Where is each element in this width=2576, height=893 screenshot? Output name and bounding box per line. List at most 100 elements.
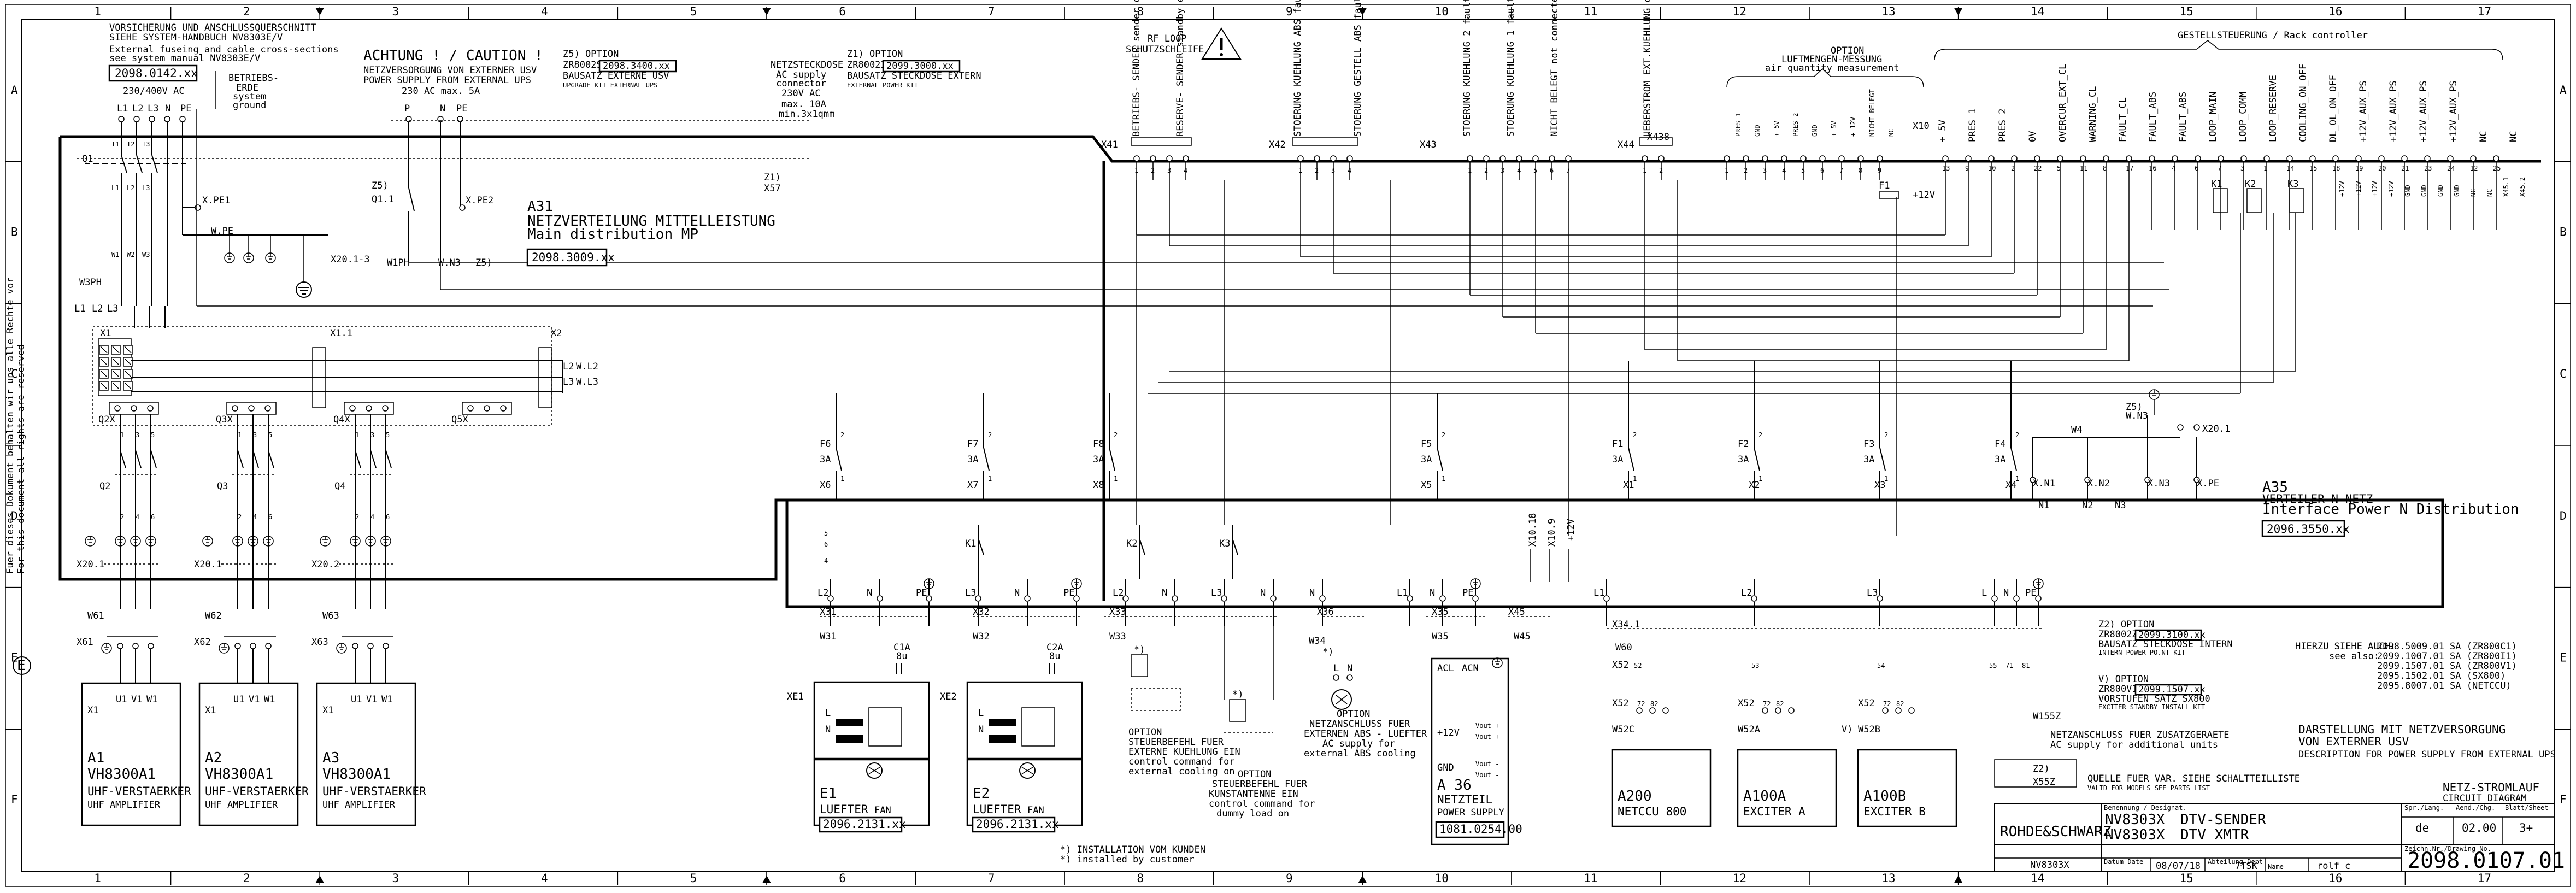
rack-terminal — [2424, 155, 2431, 162]
row-marker-left: D — [11, 509, 18, 522]
column-marker-top: 8 — [1137, 5, 1144, 18]
rack-pin-number: 2 — [2011, 164, 2015, 172]
earth-line3: system — [233, 91, 266, 102]
connector-terminal — [1819, 155, 1826, 162]
breaker-pin: 5 — [268, 431, 272, 439]
rack-pin-number: 16 — [2149, 164, 2156, 172]
amplifier-id: A2 — [205, 750, 222, 766]
earth-icon — [265, 252, 276, 263]
ups-desc-3: DESCRIPTION FOR POWER SUPPLY FROM EXTERN… — [2298, 749, 2556, 760]
amp-terminal — [352, 643, 358, 649]
install-note-en: *) installed by customer — [1060, 854, 1195, 865]
bus-label: L — [1981, 588, 1987, 598]
distribution-terminal — [232, 405, 238, 412]
unit-connector: X52 — [1858, 698, 1875, 709]
earth-icon — [380, 536, 391, 547]
rack-pin-label: +12V_AUX_PS — [2358, 80, 2369, 142]
ext-cooling-4: control command for — [1128, 756, 1234, 767]
connector-terminal — [1516, 155, 1522, 162]
pin-label: 55 — [1989, 662, 1997, 669]
earth-icon — [336, 643, 347, 654]
column-marker-bottom: 17 — [2478, 872, 2491, 885]
q2x-label: Q2X — [98, 414, 115, 425]
fuse-name: F7 — [967, 439, 978, 450]
fuse-name: F4 — [1995, 439, 2005, 450]
a35-desc-en: Interface Power N Distribution — [2262, 501, 2519, 518]
column-marker-bottom: 7 — [988, 872, 995, 885]
switch-contact — [268, 443, 274, 475]
unit-name: NETCCU 800 — [1618, 805, 1686, 818]
unit-name: EXCITER A — [1743, 805, 1805, 818]
fan-cable: W31 — [820, 631, 837, 642]
fold-mark-icon — [1954, 8, 1963, 15]
amp-term-label: U1 — [116, 694, 127, 705]
row-marker-right: C — [2560, 367, 2567, 380]
distribution-terminal — [366, 405, 372, 412]
z1-option-line3: BAUSATZ STECKDOSE EXTERN — [847, 70, 981, 81]
rack-terminal — [2172, 155, 2178, 162]
fuse-conn: X7 — [967, 480, 978, 491]
q5x-label: Q5X — [451, 414, 468, 425]
fan-cable: W32 — [973, 631, 990, 642]
connector-terminal — [1838, 155, 1845, 162]
a31-desc-en: Main distribution MP — [527, 226, 698, 243]
rack-bottom-label: X45.2 — [2519, 177, 2526, 197]
socket-line2: AC supply — [776, 69, 826, 80]
fan-pin: XE2 — [940, 691, 957, 702]
ups-desc-2: VON EXTERNER USV — [2298, 735, 2409, 748]
connector-terminal — [1549, 155, 1555, 162]
z5-label-2: Z5) — [475, 257, 492, 268]
bus-label: N — [1162, 588, 1167, 598]
x2-l2: L2 — [563, 361, 574, 372]
unit-terminal — [1908, 707, 1915, 714]
connector-terminal — [1532, 155, 1539, 162]
bus-label: L2 — [818, 588, 828, 598]
connector-label: X35 — [1432, 607, 1449, 618]
psu-name-en: POWER SUPPLY — [1437, 807, 1504, 818]
dummy-load-5: dummy load on — [1216, 808, 1289, 819]
ups-caution-note: ACHTUNG ! / CAUTION ! NETZVERSORGUNG VON… — [363, 48, 543, 97]
see-also-label: HIERZU SIEHE AUCH: — [2295, 641, 2396, 652]
ups-pe: PE — [456, 103, 467, 114]
row-marker-right: D — [2560, 509, 2567, 522]
psu-name: NETZTEIL — [1437, 793, 1492, 806]
bus-terminal — [1073, 595, 1080, 602]
abs-cooler-5: external ABS cooling — [1304, 748, 1416, 759]
q1-out-label: L2 — [127, 184, 134, 192]
amplifier-model: VH8300A1 — [87, 766, 156, 783]
fan-cap: C2A — [1046, 642, 1063, 653]
breaker-pin: 3 — [253, 431, 257, 439]
amp-connector: X1 — [322, 705, 333, 716]
v-option-part: 2099.1507.xx — [2138, 684, 2206, 695]
psu-box — [1431, 657, 1509, 845]
row-marker-left: A — [11, 84, 18, 97]
column-marker-bottom: 4 — [541, 872, 548, 885]
distribution-terminal — [349, 405, 356, 412]
row-marker-right: F — [2560, 793, 2567, 806]
fuse-rating: 3A — [1863, 454, 1874, 465]
connector-label: X33 — [1109, 607, 1126, 618]
earth-icon — [320, 536, 331, 547]
amp-term-label: U1 — [233, 694, 244, 705]
bus-label: N — [1430, 588, 1435, 598]
rf-loop-line1: RF LOOP — [1148, 33, 1187, 44]
mains-n: N — [165, 103, 170, 114]
title-1: DTV-SENDER — [2180, 812, 2266, 828]
air-pin-label: + 12V — [1849, 117, 1857, 137]
fuse-pin: 2 — [1633, 431, 1637, 439]
ups-desc-1: DARSTELLUNG MIT NETZVERSORGUNG — [2298, 723, 2506, 736]
row-marker-left: F — [11, 793, 18, 806]
amp-terminal — [383, 643, 389, 649]
fan-pin: XE1 — [787, 691, 804, 702]
fan-winding — [836, 735, 863, 743]
z5-label: Z5) — [372, 180, 389, 191]
a35-desc-de: VERTEILER-N-NETZ — [2262, 492, 2373, 506]
switch-contact — [150, 443, 157, 475]
column-marker-top: 16 — [2328, 5, 2342, 18]
breaker-pin: 4 — [253, 513, 257, 521]
breaker-ref: X20.1 — [77, 559, 104, 570]
x41-label: X41 — [1101, 139, 1118, 150]
bus-terminal — [2013, 595, 2020, 602]
plus12v-label: +12V — [1566, 519, 1577, 541]
